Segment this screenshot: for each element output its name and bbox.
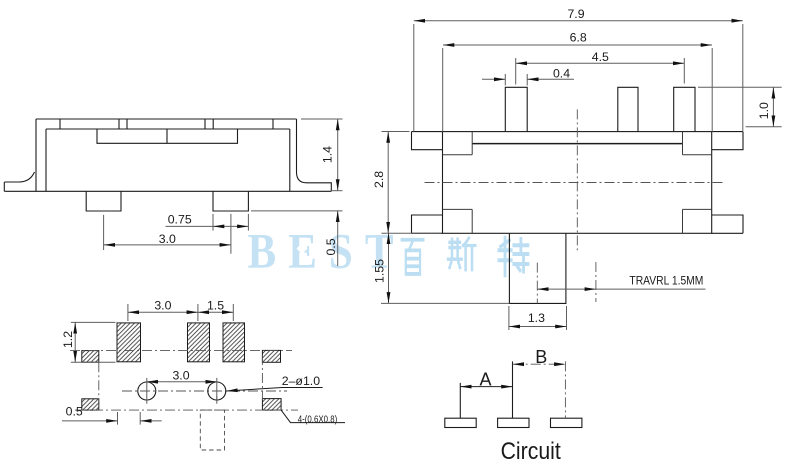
svg-text:3.0: 3.0 [159, 232, 176, 246]
svg-text:1.55: 1.55 [372, 259, 386, 283]
svg-text:0.4: 0.4 [553, 66, 570, 80]
svg-text:3.0: 3.0 [154, 299, 171, 313]
svg-text:1.4: 1.4 [321, 146, 335, 163]
svg-text:1.5: 1.5 [207, 299, 224, 313]
svg-text:Circuit: Circuit [501, 438, 561, 465]
svg-text:1.2: 1.2 [61, 331, 75, 348]
svg-text:4.5: 4.5 [592, 50, 609, 64]
svg-text:4-(0.6X0.8): 4-(0.6X0.8) [298, 415, 337, 426]
svg-text:0.5: 0.5 [66, 404, 83, 418]
svg-text:B: B [535, 347, 547, 367]
svg-text:TRAVRL 1.5MM: TRAVRL 1.5MM [629, 274, 703, 288]
svg-text:6.8: 6.8 [570, 30, 587, 44]
svg-text:7.9: 7.9 [567, 7, 584, 21]
svg-text:0.75: 0.75 [168, 212, 192, 226]
svg-text:BEST: BEST [248, 224, 406, 280]
svg-text:0.5: 0.5 [324, 238, 338, 255]
svg-text:A: A [479, 369, 491, 389]
svg-text:1.0: 1.0 [757, 102, 771, 119]
svg-text:2.8: 2.8 [372, 171, 386, 188]
svg-text:2–ø1.0: 2–ø1.0 [282, 374, 320, 388]
svg-text:1.3: 1.3 [528, 311, 545, 325]
svg-text:3.0: 3.0 [172, 369, 189, 383]
